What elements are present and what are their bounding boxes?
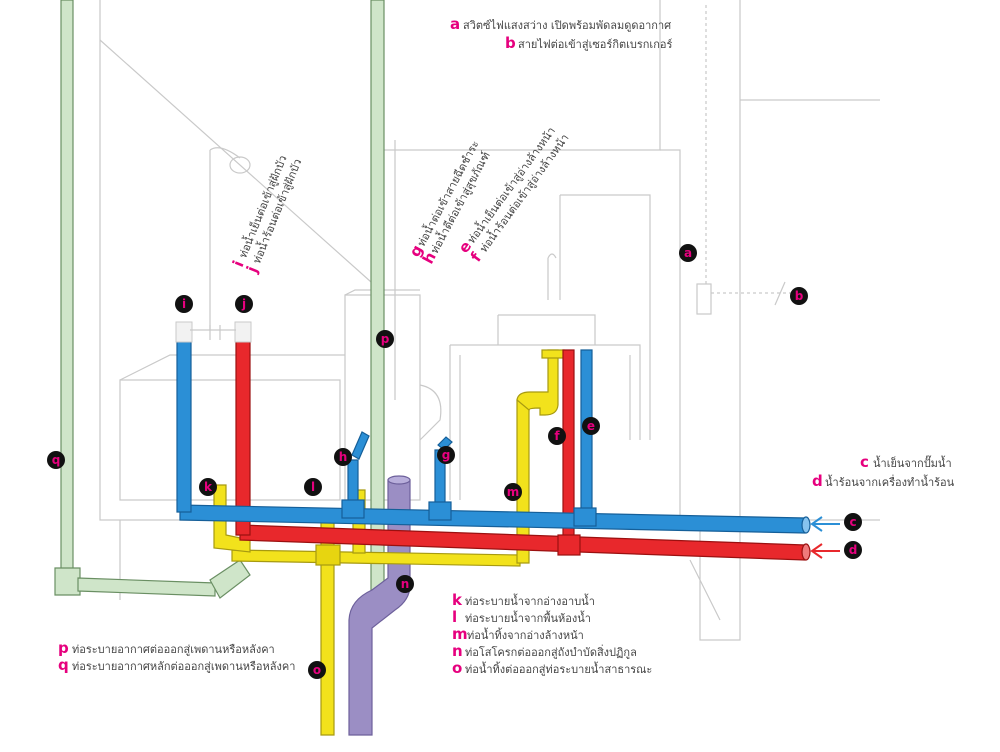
svg-text:a: a [684,246,692,260]
annot-i-letter: i [229,258,248,270]
svg-text:d: d [812,472,823,490]
legend-p-text: ท่อระบายอากาศต่อออกสู่เพดานหรือหลังคา [72,643,275,656]
svg-text:a: a [450,15,460,33]
svg-text:q: q [52,453,61,467]
legend-m-letter: m [452,625,468,643]
badge-e: e [582,417,600,435]
cold-arrow-icon [810,516,840,532]
vent-branch [209,559,251,599]
drain-horizontal [231,549,521,567]
badge-g: g [437,446,455,464]
legend-bottom-mid: k ท่อระบายน้ำจากอ่างอาบน้ำ l ท่อระบายน้ำ… [452,591,652,677]
svg-text:m: m [507,485,520,499]
vent-horizontal [77,577,216,597]
svg-text:l: l [452,608,457,626]
hot-water-pipes [235,339,811,561]
legend-q-text: ท่อระบายอากาศหลักต่อออกสู่เพดานหรือหลังค… [72,660,295,673]
legend-b-text: สายไฟต่อเข้าสู่เซอร์กิตเบรกเกอร์ [518,38,672,51]
svg-text:j: j [243,264,262,276]
badge-i: i [175,295,193,313]
badge-q: q [47,451,65,469]
legend-q-letter: q [58,656,69,674]
main-vent-pipe-q [60,0,74,573]
cold-water-pipes [176,339,811,534]
svg-text:q: q [58,656,69,674]
legend-o-text: ท่อน้ำทิ้งต่อออกสู่ท่อระบายน้ำสาธารณะ [465,661,652,676]
legend-k-letter: k [452,591,463,609]
legend-a-text: สวิตซ์ไฟแสงสว่าง เปิดพร้อมพัดลมดูดอากาศ [463,19,671,32]
legend-bottom-left: p ท่อระบายอากาศต่อออกสู่เพดานหรือหลังคา … [58,639,295,674]
svg-text:k: k [452,591,463,609]
svg-text:i: i [182,297,186,311]
badge-h: h [334,448,352,466]
legend-top: a สวิตซ์ไฟแสงสว่าง เปิดพร้อมพัดลมดูดอากา… [450,15,672,52]
svg-text:i: i [229,258,248,270]
legend-l-text: ท่อระบายน้ำจากพื้นห้องน้ำ [465,610,591,625]
badge-m: m [504,483,522,501]
badge-p: p [376,330,394,348]
svg-text:n: n [401,577,410,591]
badge-d: d [844,541,862,559]
hot-arrow-icon [810,543,840,559]
svg-text:c: c [849,515,856,529]
svg-text:b: b [505,34,516,52]
legend-m-text: ท่อน้ำทิ้งจากอ่างล้างหน้า [467,627,584,642]
legend-b-letter: b [505,34,516,52]
legend-c-letter: c [860,453,869,471]
badge-n: n [396,575,414,593]
annot-e-text: ท่อน้ำเย็นต่อเข้าสู่อ่างล้างหน้า [463,123,558,246]
vent-elbow [54,567,81,596]
svg-text:m: m [452,625,468,643]
vent-pipe-p [370,0,385,591]
badge-a: a [679,244,697,262]
legend-right: c น้ำเย็นจากปั๊มน้ำ d น้ำร้อนจากเครื่องท… [812,453,955,490]
legend-o-letter: o [452,659,462,677]
svg-text:f: f [554,429,560,443]
legend-a-letter: a [450,15,460,33]
badge-f: f [548,427,566,445]
legend-l-letter: l [452,608,457,626]
badge-l: l [304,478,322,496]
svg-text:h: h [339,450,348,464]
badge-o: o [308,661,326,679]
badges: a b c d e f g h i j k l m n o p q [47,244,862,679]
badge-c: c [844,513,862,531]
svg-text:b: b [795,289,804,303]
svg-text:e: e [587,419,595,433]
badge-b: b [790,287,808,305]
legend-n-text: ท่อโสโครกต่อออกสู่ถังบำบัดสิ่งปฏิกูล [465,644,637,659]
svg-text:p: p [58,639,69,657]
legend-c-text: น้ำเย็นจากปั๊มน้ำ [873,455,952,470]
svg-text:n: n [452,642,463,660]
badge-k: k [199,478,217,496]
svg-text:d: d [849,543,858,557]
svg-text:l: l [311,480,315,494]
annot-j-letter: j [243,264,262,276]
legend-n-letter: n [452,642,463,660]
svg-text:g: g [442,448,451,462]
legend-p-letter: p [58,639,69,657]
cold-riser-i [176,339,192,513]
annot-f-text: ท่อน้ำร้อนต่อเข้าสู่อ่างล้างหน้า [475,130,571,254]
legend-k-text: ท่อระบายน้ำจากอ่างอาบน้ำ [465,593,595,608]
badge-j: j [235,295,253,313]
legend-d-text: น้ำร้อนจากเครื่องทำน้ำร้อน [825,474,955,489]
svg-text:j: j [241,297,246,311]
cold-riser-e [580,349,593,521]
shower-mixer [175,321,252,343]
svg-text:o: o [452,659,462,677]
svg-text:k: k [204,480,213,494]
svg-text:o: o [313,663,321,677]
vent-pipes [54,0,385,599]
supply-arrows [810,516,840,559]
legend-d-letter: d [812,472,823,490]
svg-text:c: c [860,453,869,471]
svg-text:p: p [381,332,390,346]
p-trap [516,349,559,416]
